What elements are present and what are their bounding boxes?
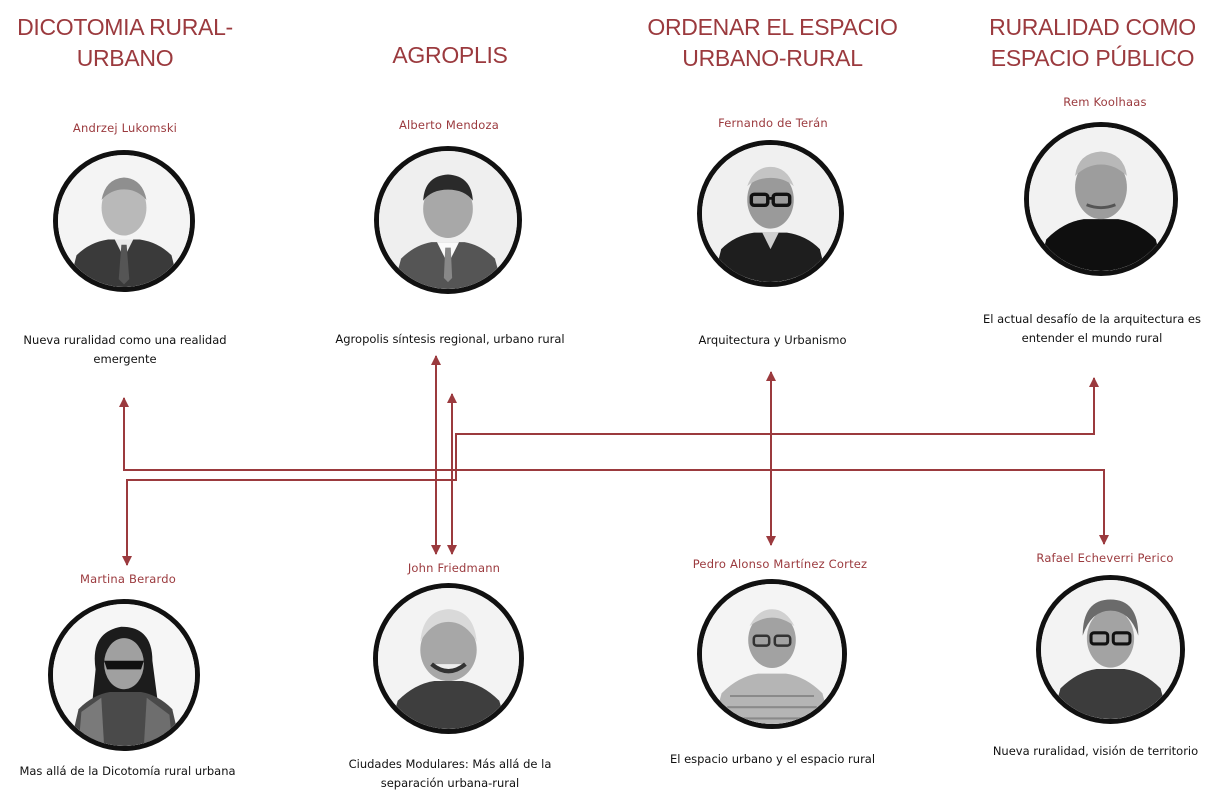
portrait-koolhaas — [1024, 122, 1178, 276]
author-name-lukomski: Andrzej Lukomski — [72, 121, 178, 135]
author-description-de-teran: Arquitectura y Urbanismo — [698, 333, 847, 347]
author-name-de-teran: Fernando de Terán — [718, 116, 828, 130]
author-name-koolhaas: Rem Koolhaas — [1063, 95, 1147, 109]
portrait-lukomski — [53, 150, 195, 292]
column-header-ruralidad-espacio-publico: RURALIDAD COMO ESPACIO PÚBLICO — [989, 14, 1196, 71]
author-description-koolhaas: El actual desafío de la arquitectura es … — [982, 312, 1202, 345]
portrait-de-teran — [697, 140, 844, 287]
portrait-photo-icon — [702, 145, 839, 282]
column-header-dicotomia: DICOTOMIA RURAL- URBANO — [17, 14, 233, 71]
author-description-mendoza: Agropolis síntesis regional, urbano rura… — [335, 332, 565, 346]
connector-berardo-koolhaas — [122, 377, 1099, 566]
portrait-photo-icon — [702, 584, 842, 724]
author-description-friedmann: Ciudades Modulares: Más allá de la separ… — [348, 757, 552, 790]
portrait-berardo — [48, 599, 200, 751]
portrait-martinez-cortez — [697, 579, 847, 729]
column-header-agropolis: AGROPLIS — [392, 42, 508, 68]
portrait-photo-icon — [1029, 127, 1173, 271]
portrait-photo-icon — [378, 588, 519, 729]
portrait-photo-icon — [1041, 580, 1180, 719]
author-description-berardo: Mas allá de la Dicotomía rural urbana — [19, 764, 236, 778]
column-header-ordenar-espacio: ORDENAR EL ESPACIO URBANO-RURAL — [647, 14, 898, 71]
portrait-photo-icon — [379, 151, 517, 289]
author-name-berardo: Martina Berardo — [80, 572, 176, 586]
author-description-echeverri: Nueva ruralidad, visión de territorio — [992, 744, 1199, 758]
author-description-martinez-cortez: El espacio urbano y el espacio rural — [669, 752, 876, 766]
portrait-echeverri — [1036, 575, 1185, 724]
connector-lukomski-echeverri — [119, 397, 1109, 545]
portrait-photo-icon — [58, 155, 190, 287]
portrait-friedmann — [373, 583, 524, 734]
portrait-photo-icon — [53, 604, 195, 746]
author-name-mendoza: Alberto Mendoza — [398, 118, 500, 132]
author-description-lukomski: Nueva ruralidad como una realidad emerge… — [23, 333, 227, 366]
portrait-mendoza — [374, 146, 522, 294]
